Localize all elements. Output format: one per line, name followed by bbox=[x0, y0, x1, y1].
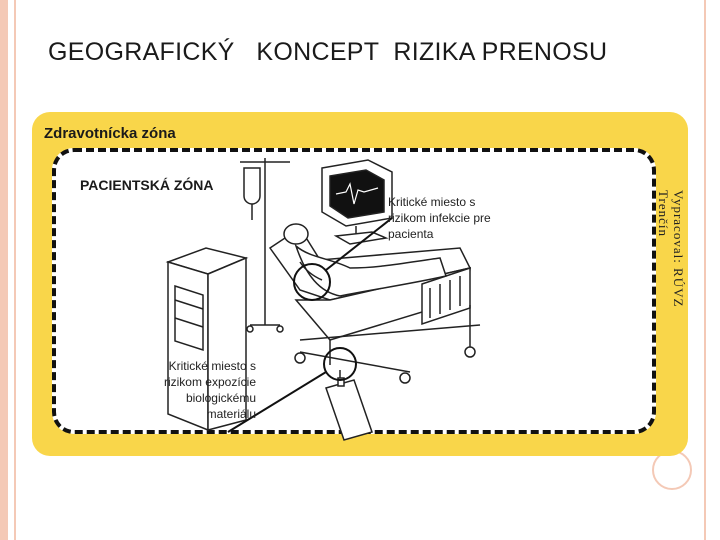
decor-left-line bbox=[14, 0, 16, 540]
monitor-icon bbox=[321, 159, 393, 245]
pointer-line-patient bbox=[325, 217, 393, 271]
healthcare-zone-label: Zdravotnícka zóna bbox=[44, 125, 176, 142]
credit-line-1: Vypracoval: RÚVZ bbox=[671, 190, 686, 308]
risk-circle-exposure bbox=[323, 347, 357, 381]
decor-right-line bbox=[704, 0, 706, 540]
credit-text: Vypracoval: RÚVZ Trenčín bbox=[656, 190, 686, 350]
credit-vertical: Vypracoval: RÚVZ Trenčín bbox=[646, 190, 694, 350]
page-title: GEOGRAFICKÝ KONCEPT RIZIKA PRENOSU bbox=[48, 38, 608, 66]
cabinet-icon bbox=[165, 247, 249, 432]
risk-circle-patient bbox=[293, 263, 331, 301]
risk-pointers bbox=[227, 217, 393, 433]
iv-stand-icon bbox=[240, 158, 290, 333]
decor-left-bar bbox=[0, 0, 8, 540]
patient-icon bbox=[283, 223, 447, 297]
pointer-line-exposure bbox=[227, 371, 327, 433]
credit-line-2: Trenčín bbox=[656, 190, 671, 237]
callout-exposure-risk: Kritické miesto s rizikom expozície biol… bbox=[163, 359, 256, 421]
patient-zone-label: PACIENTSKÁ ZÓNA bbox=[80, 177, 214, 193]
callout-patient-risk: Kritické miesto s rizikom infekcie pre p… bbox=[388, 195, 491, 241]
urine-bag-icon bbox=[325, 370, 373, 441]
